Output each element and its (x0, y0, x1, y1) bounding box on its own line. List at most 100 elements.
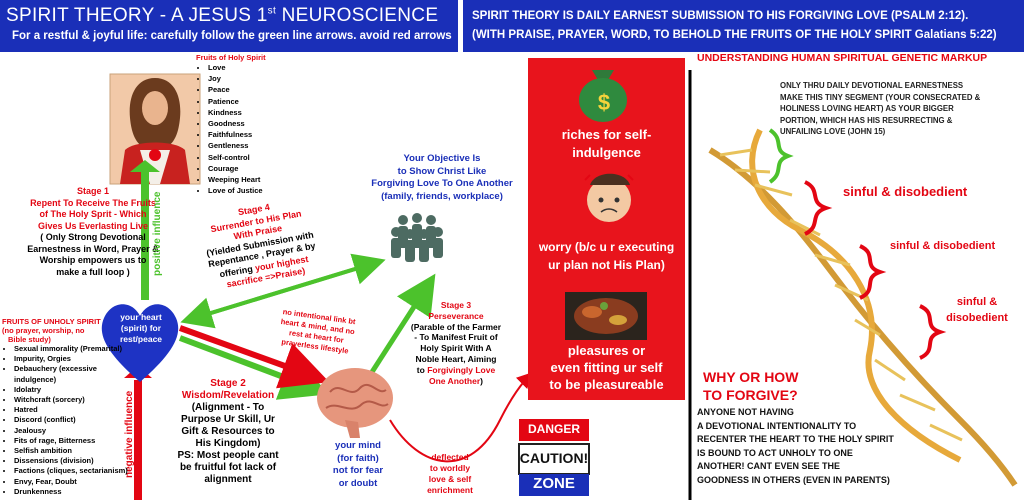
main-title: SPIRIT THEORY - A JESUS 1st NEUROSCIENCE (6, 5, 439, 26)
worry-face-icon (584, 173, 634, 222)
stage3-subtitle: Perseverance (428, 310, 484, 321)
stage3-desc6: One Another) (428, 375, 483, 386)
caution-sign (518, 443, 590, 475)
header-right-line1: SPIRIT THEORY IS DAILY EARNEST SUBMISSIO… (472, 10, 969, 22)
objective-block: Your Objective Is to Show Christ Like Fo… (352, 153, 532, 203)
fruit-unholy-item: Fits of rage, Bitterness (14, 436, 132, 446)
riches-text: riches for self-indulgence (561, 127, 652, 160)
red-brace-2 (859, 244, 887, 300)
fruit-unholy-item: Drunkenness (14, 487, 132, 497)
danger-text: DANGER (527, 422, 580, 436)
fruits-unholy-title: FRUITS OF UNHOLY SPIRIT (2, 317, 101, 326)
fruit-holy-item: Self-control (208, 152, 306, 163)
fruit-holy-item: Kindness (208, 107, 306, 118)
stage1-line2: of The Holy Sprit - Which (39, 209, 147, 219)
heart-shape (101, 304, 179, 382)
fruits-unholy-spirit: FRUITS OF UNHOLY SPIRIT (no prayer, wors… (2, 317, 132, 497)
stage1-desc2: Earnestness in Word, Prayer & (27, 243, 159, 254)
objective-line1: Your Objective Is (403, 153, 481, 164)
fruit-holy-item: Patience (208, 96, 306, 107)
stage3-title: Stage 3 (440, 300, 472, 310)
header-left: SPIRIT THEORY - A JESUS 1st NEUROSCIENCE… (0, 0, 458, 52)
fruit-unholy-item: Selfish ambition (14, 446, 132, 456)
fruit-holy-item: Weeping Heart (208, 174, 306, 185)
stage2-title: Stage 2 (210, 378, 246, 389)
food-image (565, 292, 647, 340)
objective-line3: Forgiving Love To One Another (371, 178, 513, 189)
stage1-desc4: make a full loop ) (56, 266, 130, 277)
stage1-title: Stage 1 (76, 186, 109, 196)
dollar-icon: $ (597, 90, 611, 115)
stage2-desc4: His Kingdom) (195, 438, 261, 449)
danger-sign-top (519, 419, 589, 441)
stage3-desc3: Holy Spirit With A (420, 343, 492, 354)
jesus-image (109, 73, 201, 185)
fruits-holy-spirit: Fruits of Holy Spirit LoveJoyPeacePatien… (196, 53, 306, 196)
stage2-desc5: PS: Most people cant (177, 450, 279, 461)
fruits-holy-list: LoveJoyPeacePatienceKindnessGoodnessFait… (196, 62, 306, 196)
no-link-arrow (178, 325, 330, 389)
dna-helix (708, 128, 1018, 487)
fruit-unholy-item: Envy, Fear, Doubt (14, 477, 132, 487)
header-right-line2: (WITH PRAISE, PRAYER, WORD, TO BEHOLD TH… (472, 29, 997, 41)
fruits-unholy-sub2: Bible study) (8, 335, 51, 344)
header-right: SPIRIT THEORY IS DAILY EARNEST SUBMISSIO… (463, 0, 1024, 52)
stage2-desc3: Gift & Resources to (181, 426, 275, 437)
stage1-line3: Gives Us Everlasting Live (37, 220, 149, 231)
fruit-unholy-item: Discord (conflict) (14, 415, 132, 425)
fruit-unholy-item: Witchcraft (sorcery) (14, 395, 132, 405)
stage1-desc3: Worship empowers us to (39, 255, 147, 265)
stage2-desc7: alignment (204, 474, 252, 485)
fruit-holy-item: Gentleness (208, 140, 306, 151)
stage1-line1: Repent To Receive The Fruits (30, 197, 156, 208)
stage1-block: Stage 1 Repent To Receive The Fruits of … (18, 186, 168, 278)
positive-influence-label: positive influence (152, 191, 163, 276)
sinful-label-1: sinful & disobedient (843, 184, 968, 199)
fruits-unholy-list: Sexual immorality (Premarital)Impurity, … (2, 344, 132, 497)
right-title: UNDERSTANDING HUMAN SPIRITUAL GENETIC MA… (697, 52, 988, 64)
stage1-desc1: ( Only Strong Devotional (40, 232, 146, 242)
fruit-unholy-item: Sexual immorality (Premarital) (14, 344, 132, 354)
main-subtitle: For a restful & joyful life: carefully f… (12, 30, 452, 42)
stage3-desc4: Noble Heart, Aiming (415, 353, 497, 364)
fruit-holy-item: Goodness (208, 118, 306, 129)
red-brace-3 (919, 304, 947, 360)
fruit-holy-item: Faithfulness (208, 129, 306, 140)
objective-line4: (family, friends, workplace) (381, 190, 503, 202)
positive-arrow-head (130, 160, 160, 172)
money-bag-icon (579, 70, 627, 122)
stage2-desc6: be fruitful fot lack of (179, 462, 277, 473)
sinful-label-3: sinful &disobedient (946, 296, 1008, 324)
fruits-unholy-sub1: (no prayer, worship, no (2, 326, 85, 335)
fruit-unholy-item: Factions (cliques, sectarianism) (14, 466, 132, 476)
stage2-block: Stage 2 Wisdom/Revelation (Alignment - T… (168, 378, 288, 486)
stage2-desc2: Purpose Ur Skill, Ur (181, 414, 275, 425)
fruit-holy-item: Love (208, 62, 306, 73)
brain-shape (317, 368, 393, 438)
zone-sign (519, 474, 589, 496)
fruit-holy-item: Love of Justice (208, 185, 306, 196)
stage3-arrow (369, 273, 436, 374)
fruit-unholy-item: Impurity, Orgies (14, 354, 132, 364)
fruit-unholy-item: Dissensions (division) (14, 456, 132, 466)
fruit-holy-item: Peace (208, 84, 306, 95)
stage3-desc1: (Parable of the Farmer (410, 321, 502, 332)
fruit-unholy-item: Hatred (14, 405, 132, 415)
green-brace (768, 128, 794, 184)
zone-text: ZONE (533, 475, 575, 492)
fruit-unholy-item: Idolatry (14, 385, 132, 395)
objective-line2: to Show Christ Like (397, 165, 487, 177)
stage2-desc1: (Alignment - To (191, 402, 265, 413)
stage3-block: Stage 3 Perseverance (Parable of the Far… (396, 300, 516, 386)
stage3-desc2: - To Manifest Fruit of (414, 332, 498, 343)
stage3-desc5: to Forgivingly Love (416, 364, 496, 375)
caution-text: CAUTION! (519, 450, 589, 466)
